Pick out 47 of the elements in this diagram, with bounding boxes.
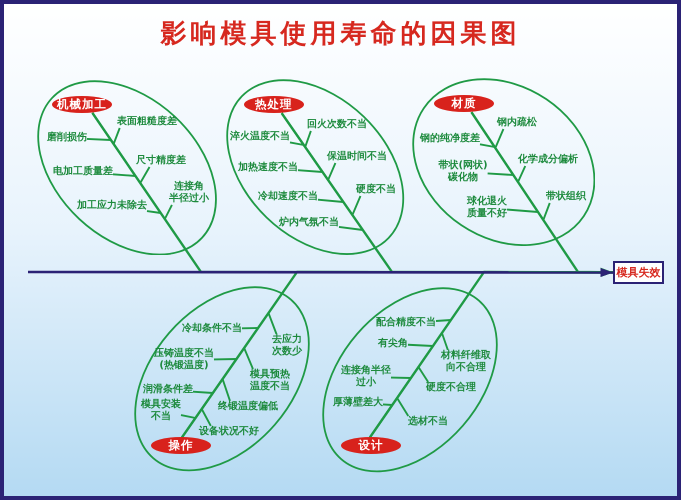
cause-label: 磨削损伤 [46,132,87,144]
effect-box: 模具失效 [613,261,664,284]
cause-label: 球化退火质量不好 [466,196,507,220]
oval-outline [134,286,310,472]
cause-label: 润滑条件差 [142,384,193,396]
cause-label: 材料纤维取向不合理 [440,350,491,374]
oval-outline [412,78,596,246]
cause-label: 炉内气氛不当 [278,216,339,229]
cause-label: 保温时间不当 [326,150,387,163]
cause-label: 厚薄壁差大 [332,396,383,409]
cause-label: 选材不当 [408,416,448,428]
cause-label: 电加工质量差 [52,166,113,178]
cause-label: 带状组织 [546,190,586,203]
cause-label: 钢的纯净度差 [420,132,480,145]
cause-label: 钢内疏松 [496,116,537,129]
cause-label: 冷却速度不当 [258,190,318,203]
cause-label: 表面粗糙度差 [116,116,177,128]
cause-label: 淬火温度不当 [230,130,290,143]
cause-label: 冷却条件不当 [182,322,242,335]
cause-label: 连接角半径过小 [340,364,391,389]
cause-label: 化学成分偏析 [518,154,578,166]
cause-label: 回火次数不当 [306,118,367,131]
cause-label: 终锻温度偏低 [218,400,278,413]
cause-label: 加工应力未除去 [76,200,147,212]
category-ellipse: 设计 [340,437,401,454]
cause-label: 带状(网状)碳化物 [438,160,488,184]
title: 影响模具使用寿命的因果图 [160,19,520,49]
cause-label: 配合精度不当 [376,316,436,329]
oval-outline [322,287,498,473]
category-ellipse: 材质 [434,95,494,112]
category-ellipse: 操作 [150,437,211,454]
cause-label: 设备状况不好 [198,426,259,438]
cause-label: 有尖角 [378,338,408,350]
cause-label: 硬度不当 [356,184,396,196]
cause-label: 尺寸精度差 [136,154,186,167]
oval-outline [226,78,405,256]
cause-label: 连接角半径过小 [168,180,209,205]
cause-label: 模具安装不当 [140,398,181,423]
cause-label: 去应力次数少 [272,334,302,358]
category-ellipse: 热处理 [244,96,304,114]
cause-label: 硬度不合理 [426,382,476,394]
category-ellipse: 机械加工 [52,96,112,114]
oval-outline [36,80,218,256]
spine-arrow [28,268,613,277]
cause-label: 模具预热温度不当 [250,368,290,393]
cause-label: 加热速度不当 [238,162,298,174]
cause-label: 压铸温度不当(热锻温度) [154,348,214,372]
